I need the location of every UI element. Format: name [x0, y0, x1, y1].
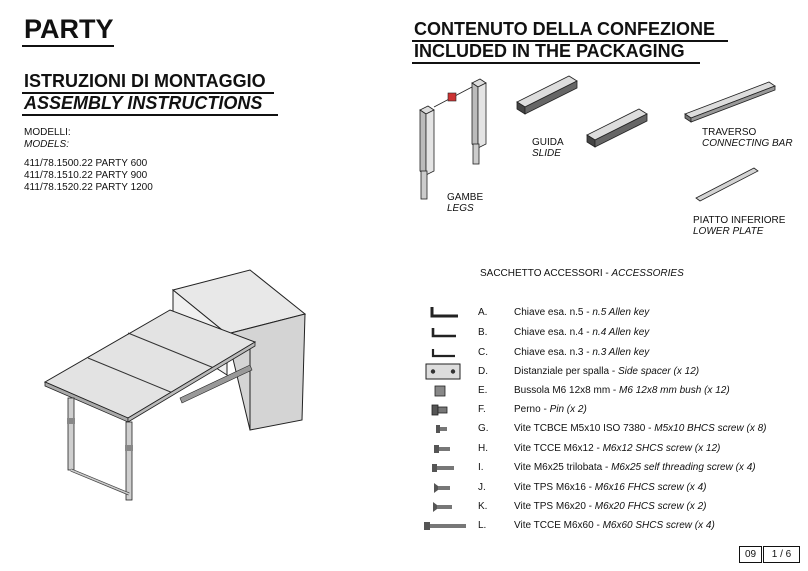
- page-number: 1 / 6: [763, 546, 800, 563]
- packaging-underline-en: [412, 62, 700, 64]
- slide-label-en: SLIDE: [532, 148, 561, 159]
- slide-label-it: GUIDA: [532, 137, 564, 148]
- allen-key-icon: [431, 328, 456, 338]
- document-code: 09: [739, 546, 762, 563]
- bar-label-en: CONNECTING BAR: [702, 138, 793, 149]
- screw-icon: [434, 483, 450, 493]
- legs-label-en: LEGS: [447, 203, 474, 214]
- accessory-row: K. Vite TPS M6x20 - M6x20 FHCS screw (x …: [420, 498, 800, 516]
- model-line: 411/78.1520.22 PARTY 1200: [24, 182, 153, 193]
- packaging-underline-it: [412, 40, 728, 42]
- accessory-row: L. Vite TCCE M6x60 - M6x60 SHCS screw (x…: [420, 517, 800, 535]
- model-line: 411/78.1500.22 PARTY 600: [24, 158, 148, 169]
- party-table-illustration: [43, 269, 307, 501]
- accessories-title: SACCHETTO ACCESSORI - ACCESSORIES: [480, 268, 684, 279]
- bush-icon: [434, 385, 446, 397]
- packaging-title-it: CONTENUTO DELLA CONFEZIONE: [414, 19, 715, 39]
- accessory-row: I. Vite M6x25 trilobata - M6x25 self thr…: [420, 459, 800, 477]
- accessory-row: E. Bussola M6 12x8 mm - M6 12x8 mm bush …: [420, 382, 800, 400]
- plate-label-en: LOWER PLATE: [693, 226, 764, 237]
- pin-icon: [431, 404, 448, 416]
- packaging-title-en: INCLUDED IN THE PACKAGING: [414, 41, 685, 61]
- connecting-bar-icon: [684, 81, 776, 123]
- screw-icon: [424, 522, 466, 530]
- slide-icon: [516, 75, 648, 148]
- screw-icon: [433, 502, 452, 512]
- lower-plate-icon: [695, 167, 759, 202]
- legs-icon: [419, 78, 487, 200]
- accessory-row: C. Chiave esa. n.3 - n.3 Allen key: [420, 344, 800, 362]
- side-spacer-icon: [425, 363, 461, 380]
- assembly-underline-it: [22, 92, 274, 94]
- assembly-title-en: ASSEMBLY INSTRUCTIONS: [24, 93, 263, 113]
- models-label-en: MODELS:: [24, 139, 70, 150]
- accessory-row: J. Vite TPS M6x16 - M6x16 FHCS screw (x …: [420, 479, 800, 497]
- bar-label-it: TRAVERSO: [702, 127, 757, 138]
- screw-icon: [432, 464, 454, 472]
- accessory-row: D. Distanziale per spalla - Side spacer …: [420, 363, 800, 381]
- accessory-row: F. Perno - Pin (x 2): [420, 401, 800, 419]
- accessory-row: B. Chiave esa. n.4 - n.4 Allen key: [420, 324, 800, 342]
- models-label-it: MODELLI:: [24, 127, 71, 138]
- assembly-title-it: ISTRUZIONI DI MONTAGGIO: [24, 71, 266, 91]
- title-underline: [22, 45, 114, 47]
- screw-icon: [434, 445, 450, 453]
- assembly-underline-en: [22, 114, 278, 116]
- model-line: 411/78.1510.22 PARTY 900: [24, 170, 148, 181]
- accessory-row: H. Vite TCCE M6x12 - M6x12 SHCS screw (x…: [420, 440, 800, 458]
- screw-icon: [436, 425, 447, 433]
- plate-label-it: PIATTO INFERIORE: [693, 215, 786, 226]
- accessory-row: A. Chiave esa. n.5 - n.5 Allen key: [420, 304, 800, 322]
- legs-label-it: GAMBE: [447, 192, 484, 203]
- page-title: PARTY: [24, 14, 114, 44]
- allen-key-icon: [430, 307, 458, 318]
- allen-key-icon: [431, 349, 455, 358]
- accessory-row: G. Vite TCBCE M5x10 ISO 7380 - M5x10 BHC…: [420, 420, 800, 438]
